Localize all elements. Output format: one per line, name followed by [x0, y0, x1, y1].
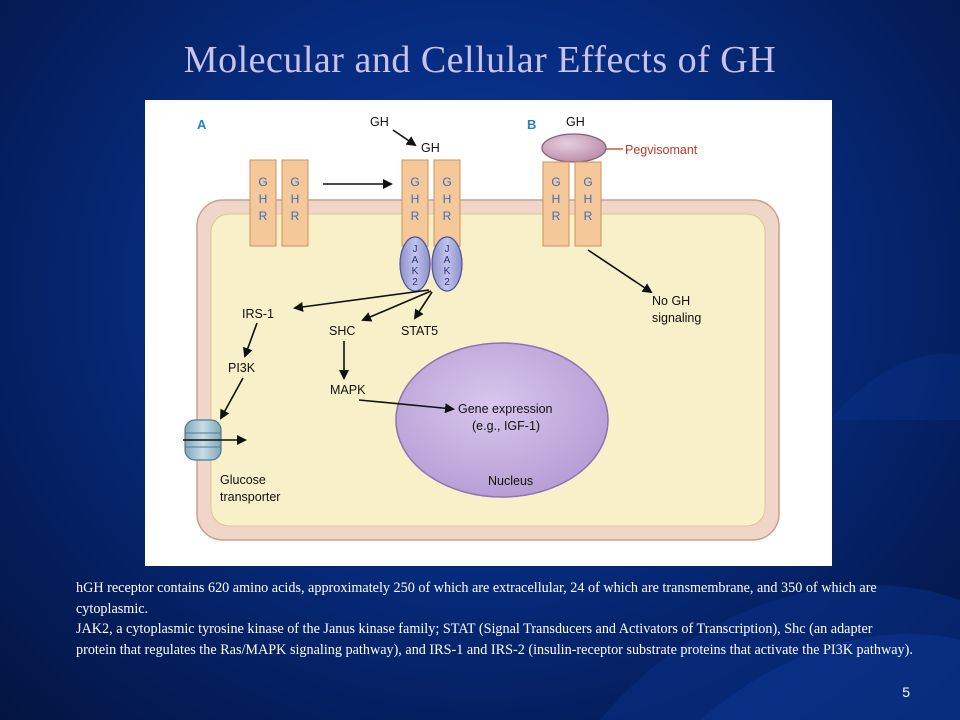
panel-a-label: A [197, 117, 207, 132]
svg-text:H: H [259, 192, 268, 206]
svg-text:R: R [291, 209, 300, 223]
svg-text:A: A [412, 255, 419, 266]
jak2-left: J A K 2 [399, 236, 431, 292]
svg-text:H: H [291, 192, 300, 206]
diagram-panel: A B G H R G H R GH GH G H R G [145, 100, 832, 566]
nucleus [395, 342, 609, 498]
panel-b-receptor-left: G H R [542, 161, 570, 247]
arrow-mapk-to-gene-expression [358, 399, 455, 414]
arrow-irs1-to-pi3k [243, 322, 258, 358]
arrow-to-irs1 [293, 289, 430, 312]
arrow-pi3k-to-glucose-transporter [220, 377, 244, 420]
pegvisomant-label: Pegvisomant [625, 143, 698, 157]
svg-text:G: G [258, 175, 267, 189]
svg-text:R: R [584, 209, 593, 223]
svg-text:J: J [445, 244, 450, 255]
arrow-to-stat5 [413, 291, 433, 320]
caption: hGH receptor contains 620 amino acids, a… [76, 578, 916, 660]
gene-example-label: (e.g., IGF-1) [472, 419, 540, 433]
no-gh-label: No GH [652, 294, 690, 308]
svg-text:G: G [290, 175, 299, 189]
svg-text:R: R [411, 209, 420, 223]
svg-text:2: 2 [444, 277, 450, 288]
stat5-label: STAT5 [401, 324, 438, 338]
slide-title: Molecular and Cellular Effects of GH [183, 39, 777, 81]
svg-text:K: K [444, 266, 451, 277]
pi3k-label: PI3K [228, 361, 256, 375]
nucleus-label: Nucleus [488, 474, 533, 488]
shc-label: SHC [329, 324, 355, 338]
gh-binding-arrow [392, 129, 417, 147]
caption-paragraph-1: hGH receptor contains 620 amino acids, a… [76, 580, 877, 617]
mapk-label: MAPK [330, 383, 366, 397]
arrow-to-no-signaling [587, 249, 653, 294]
gene-expression-label: Gene expression [458, 402, 553, 416]
svg-text:H: H [411, 192, 420, 206]
jak2-right: J A K 2 [431, 236, 463, 292]
glucose-label: Glucose [220, 473, 266, 487]
bound-receptor-left: G H R [401, 159, 429, 247]
gh-signaling-diagram: A B G H R G H R GH GH G H R G [183, 115, 780, 541]
svg-text:G: G [410, 175, 419, 189]
svg-text:H: H [584, 192, 593, 206]
gh-bound-label: GH [421, 141, 440, 155]
svg-text:R: R [552, 209, 561, 223]
bound-receptor-right: G H R [433, 159, 461, 247]
signaling-label: signaling [652, 311, 701, 325]
svg-text:R: R [443, 209, 452, 223]
svg-text:K: K [412, 266, 419, 277]
page-number: 5 [902, 684, 910, 700]
arrow-to-shc [361, 290, 432, 322]
caption-paragraph-2: JAK2, a cytoplasmic tyrosine kinase of t… [76, 621, 913, 658]
unbound-receptor-left: G H R [249, 159, 277, 247]
svg-text:H: H [443, 192, 452, 206]
svg-text:A: A [444, 255, 451, 266]
svg-text:G: G [551, 175, 560, 189]
irs1-label: IRS-1 [242, 307, 274, 321]
unbound-receptor-right: G H R [281, 159, 309, 247]
svg-text:R: R [259, 209, 268, 223]
gh-free-label: GH [370, 115, 389, 129]
svg-text:J: J [413, 244, 418, 255]
transporter-label: transporter [220, 490, 280, 504]
svg-text:2: 2 [412, 277, 418, 288]
panel-b-label: B [527, 117, 536, 132]
svg-text:H: H [552, 192, 561, 206]
panel-b-receptor-right: G H R [574, 161, 602, 247]
pegvisomant-molecule [541, 133, 607, 163]
panel-b-gh-label: GH [566, 115, 585, 129]
svg-text:G: G [583, 175, 592, 189]
svg-text:G: G [442, 175, 451, 189]
